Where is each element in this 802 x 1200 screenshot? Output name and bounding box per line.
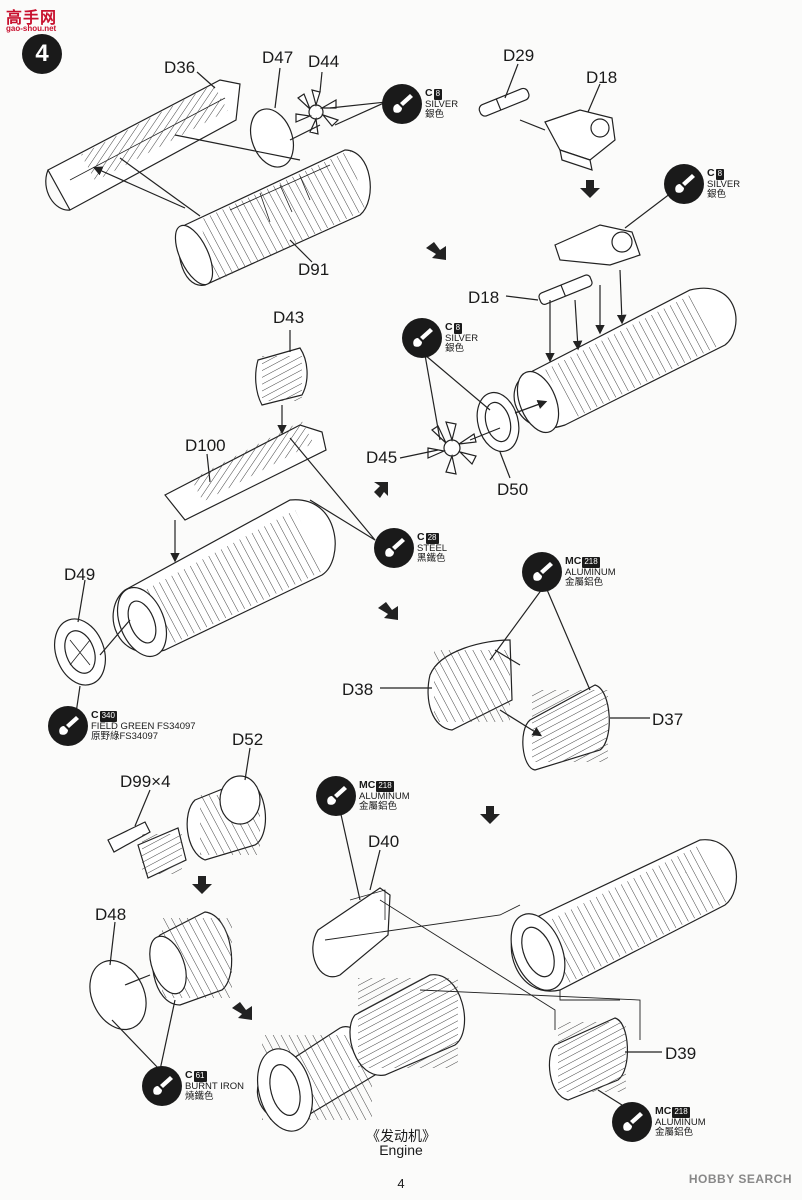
part-label-d100: D100 xyxy=(185,436,226,455)
paint-brush-icon xyxy=(48,706,88,746)
paint-name-cn: 銀色 xyxy=(707,189,727,200)
paint-name-cn: 原野綠FS34097 xyxy=(91,731,159,742)
paint-name-en: SILVER xyxy=(425,98,459,110)
paint-brush-icon xyxy=(664,164,704,204)
paint-brush-icon xyxy=(382,84,422,124)
paint-number: 8 xyxy=(715,169,725,180)
paint-name-cn: 金屬鋁色 xyxy=(655,1127,694,1138)
paint-number: 61 xyxy=(193,1071,207,1082)
paint-name-cn: 金屬鋁色 xyxy=(359,801,398,812)
site-logo-url: gao-shou.net xyxy=(6,24,57,33)
paint-name-cn: 銀色 xyxy=(425,109,445,120)
part-label-d40: D40 xyxy=(368,832,400,851)
paint-name-en: ALUMINUM xyxy=(565,566,616,578)
paint-name-en: STEEL xyxy=(417,542,448,554)
paint-code: C xyxy=(425,87,433,99)
page-number: 4 xyxy=(397,1176,405,1191)
paint-brush-icon xyxy=(142,1066,182,1106)
paint-code: C xyxy=(445,321,453,333)
caption-english: Engine xyxy=(379,1142,423,1158)
part-label-d91: D91 xyxy=(298,260,330,279)
paint-number: 218 xyxy=(672,1107,690,1118)
paint-number: 8 xyxy=(433,89,443,100)
paint-name-en: BURNT IRON xyxy=(185,1080,244,1092)
part-label-d36: D36 xyxy=(164,58,196,77)
paint-number: 340 xyxy=(99,711,117,722)
paint-number: 8 xyxy=(453,323,463,334)
part-label-d43: D43 xyxy=(273,308,305,327)
paint-number: 28 xyxy=(425,533,439,544)
paint-name-en: SILVER xyxy=(445,332,479,344)
paint-name-en: FIELD GREEN FS34097 xyxy=(91,720,196,732)
paint-name-en: ALUMINUM xyxy=(359,790,410,802)
paint-code: C xyxy=(417,531,425,543)
paint-name-en: SILVER xyxy=(707,178,741,190)
paint-number: 218 xyxy=(376,781,394,792)
paint-brush-icon xyxy=(374,528,414,568)
paint-brush-icon xyxy=(316,776,356,816)
paint-name-cn: 黑鐵色 xyxy=(417,553,446,564)
paint-brush-icon xyxy=(522,552,562,592)
paint-name-cn: 金屬鋁色 xyxy=(565,577,604,588)
paint-brush-icon xyxy=(402,318,442,358)
part-label-d44: D44 xyxy=(308,52,340,71)
part-label-d47: D47 xyxy=(262,48,294,67)
paint-code: C xyxy=(91,709,99,721)
part-label-d37: D37 xyxy=(652,710,684,729)
site-logo: 高手网 xyxy=(6,10,58,27)
part-label-d39: D39 xyxy=(665,1044,697,1063)
part-label-d50: D50 xyxy=(497,480,529,499)
paint-code: MC xyxy=(565,555,582,567)
paint-name-cn: 銀色 xyxy=(445,343,465,354)
part-label-d52: D52 xyxy=(232,730,264,749)
paint-code: MC xyxy=(655,1105,672,1117)
watermark: HOBBY SEARCH xyxy=(688,1172,792,1186)
part-label-d18-mounted: D18 xyxy=(468,288,500,307)
part-label-d29: D29 xyxy=(503,46,535,65)
paint-number: 218 xyxy=(582,557,600,568)
part-label-d49: D49 xyxy=(64,565,96,584)
part-label-d48: D48 xyxy=(95,905,127,924)
caption-chinese: 《发动机》 xyxy=(366,1128,436,1144)
part-label-d45: D45 xyxy=(366,448,398,467)
part-label-d18-top: D18 xyxy=(586,68,618,87)
paint-brush-icon xyxy=(612,1102,652,1142)
paint-name-cn: 燒鐵色 xyxy=(185,1091,214,1102)
paint-code: MC xyxy=(359,779,376,791)
step-number-badge: 4 xyxy=(22,34,62,74)
paint-name-en: ALUMINUM xyxy=(655,1116,706,1128)
paint-code: C xyxy=(185,1069,193,1081)
part-label-d99: D99×4 xyxy=(120,772,171,791)
paint-code: C xyxy=(707,167,715,179)
part-label-d38: D38 xyxy=(342,680,374,699)
